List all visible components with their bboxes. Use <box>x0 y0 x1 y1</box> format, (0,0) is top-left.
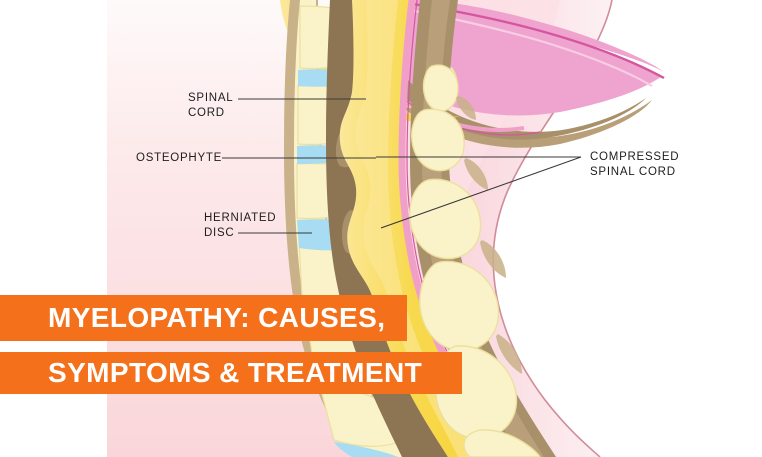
lamina-gap-3 <box>480 240 506 278</box>
lamina-gap-4 <box>496 334 522 374</box>
lamina-gap-2 <box>464 158 488 190</box>
title-banner-line-2: SYMPTOMS & TREATMENT <box>0 352 462 394</box>
spinous-process-c7 <box>463 429 541 457</box>
title-banner-line-2-text: SYMPTOMS & TREATMENT <box>48 357 423 388</box>
callout-compressed-spinal-cord: COMPRESSED SPINAL CORD <box>590 151 680 178</box>
callout-herniated-disc: HERNIATED DISC <box>204 212 277 239</box>
lamina-gap-1 <box>456 96 476 120</box>
leader-lines <box>222 98 582 234</box>
callout-spinal-cord: SPINAL CORD <box>188 92 234 119</box>
spinal-cord-highlight <box>355 0 478 457</box>
disc-c7-t1 <box>334 442 398 457</box>
title-banner-line-1-text: MYELOPATHY: CAUSES, <box>48 302 386 333</box>
spinous-process-c3 <box>411 108 465 172</box>
callout-osteophyte: OSTEOPHYTE <box>136 152 223 164</box>
spinous-process-c2 <box>422 64 459 112</box>
posterior-longitudinal-dura <box>326 0 456 457</box>
leader-compressed-diagonal <box>380 156 582 229</box>
laminae <box>456 96 522 374</box>
title-banner-line-1: MYELOPATHY: CAUSES, <box>0 295 407 341</box>
